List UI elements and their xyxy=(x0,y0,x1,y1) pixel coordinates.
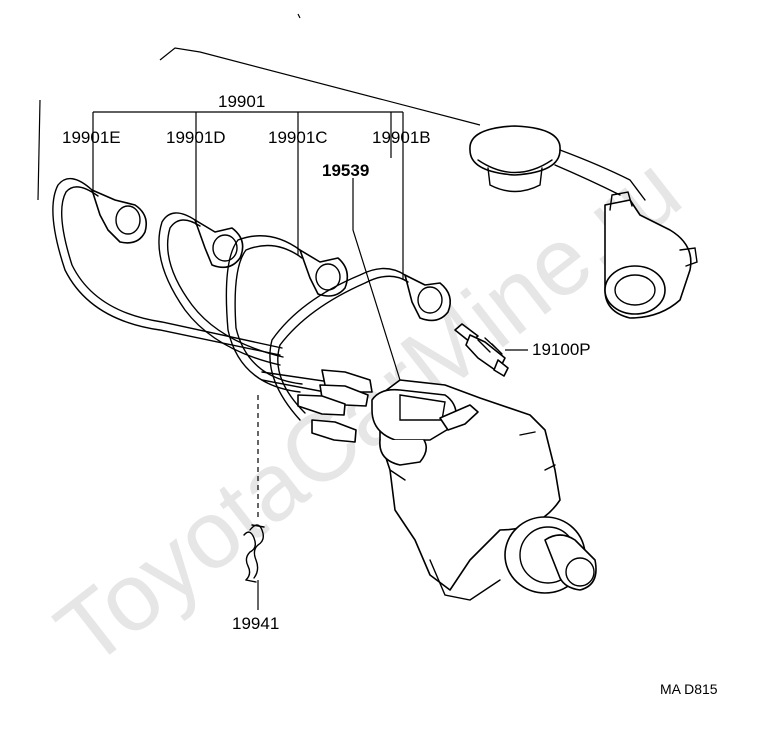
distributor-drawing xyxy=(371,379,597,601)
diagram-code: MA D815 xyxy=(660,681,718,697)
filler-cap-drawing xyxy=(469,125,646,201)
engine-outline xyxy=(37,13,481,201)
label-cord-set: 19901 xyxy=(218,92,265,111)
label-distributor-cap: 19539 xyxy=(322,161,369,180)
label-clamp: 19941 xyxy=(232,614,279,633)
ignition-cords xyxy=(52,177,409,421)
label-cord-b: 19901B xyxy=(372,128,431,147)
label-spark-plug: 19100P xyxy=(532,340,591,359)
label-cord-e: 19901E xyxy=(62,128,121,147)
plug-boots xyxy=(91,189,451,322)
label-cord-c: 19901C xyxy=(268,128,328,147)
label-cord-d: 19901D xyxy=(166,128,226,147)
water-outlet-drawing xyxy=(604,191,698,319)
clamp-drawing xyxy=(243,524,265,583)
spark-plug-drawing xyxy=(454,323,509,377)
leader-lines xyxy=(92,111,528,610)
cord-terminals xyxy=(297,369,373,443)
